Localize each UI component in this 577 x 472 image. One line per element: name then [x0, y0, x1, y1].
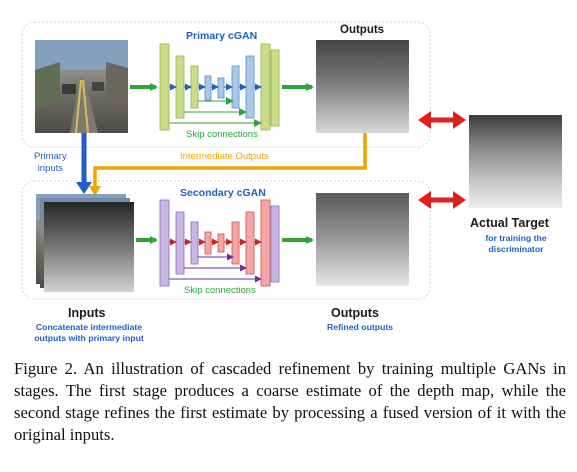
primary-inputs-arrowhead: [76, 182, 92, 194]
actual-target-subtitle-line-1: for training the: [485, 233, 547, 243]
secondary-input-stack: [36, 194, 134, 292]
actual-target-subtitle-line-2: discriminator: [488, 244, 544, 254]
secondary-output-depth-map: [316, 193, 409, 286]
intermediate-outputs-label: Intermediate Outputs: [180, 151, 269, 162]
diagram-canvas: [21, 21, 562, 300]
outputs-subtitle: Refined outputs: [327, 322, 394, 332]
primary-input-image: [35, 40, 128, 134]
actual-target-title: Actual Target: [470, 216, 549, 230]
inputs-subtitle: Concatenate intermediate outputs with pr…: [20, 322, 158, 344]
secondary-skip-connections-label: Skip connections: [184, 285, 256, 296]
secondary-stage-box: [21, 180, 431, 300]
secondary-network-layers: [159, 199, 280, 287]
discriminator-arrow-top: [418, 111, 466, 129]
intermediate-outputs-arrow: [93, 133, 367, 188]
primary-inputs-label: Primary inputs: [34, 151, 67, 175]
intermediate-outputs-arrowhead: [89, 186, 101, 196]
actual-target-subtitle: for training the discriminator: [472, 233, 560, 255]
primary-outputs-label: Outputs: [340, 24, 385, 36]
inputs-title: Inputs: [68, 306, 106, 320]
actual-target-depth-map: [469, 115, 562, 208]
secondary-cgan-title: Secondary cGAN: [180, 187, 266, 199]
cascaded-gan-diagram: Primary cGAN Skip connections Outputs Pr…: [20, 21, 562, 344]
outputs-title: Outputs: [331, 306, 379, 320]
inputs-subtitle-line-1: Concatenate intermediate: [35, 322, 143, 332]
primary-stage-box: [21, 21, 431, 148]
primary-network-layers: [159, 43, 280, 131]
inputs-subtitle-line-2: outputs with primary input: [34, 333, 144, 343]
primary-cgan-title: Primary cGAN: [186, 30, 258, 42]
primary-inputs-line-2: inputs: [37, 163, 64, 174]
primary-skip-connections-label: Skip connections: [186, 129, 258, 140]
figure-caption: Figure 2. An illustration of cascaded re…: [14, 359, 566, 444]
primary-inputs-line-1: Primary: [34, 151, 67, 162]
primary-output-depth-map: [316, 40, 409, 133]
discriminator-arrow-bottom: [418, 191, 466, 209]
